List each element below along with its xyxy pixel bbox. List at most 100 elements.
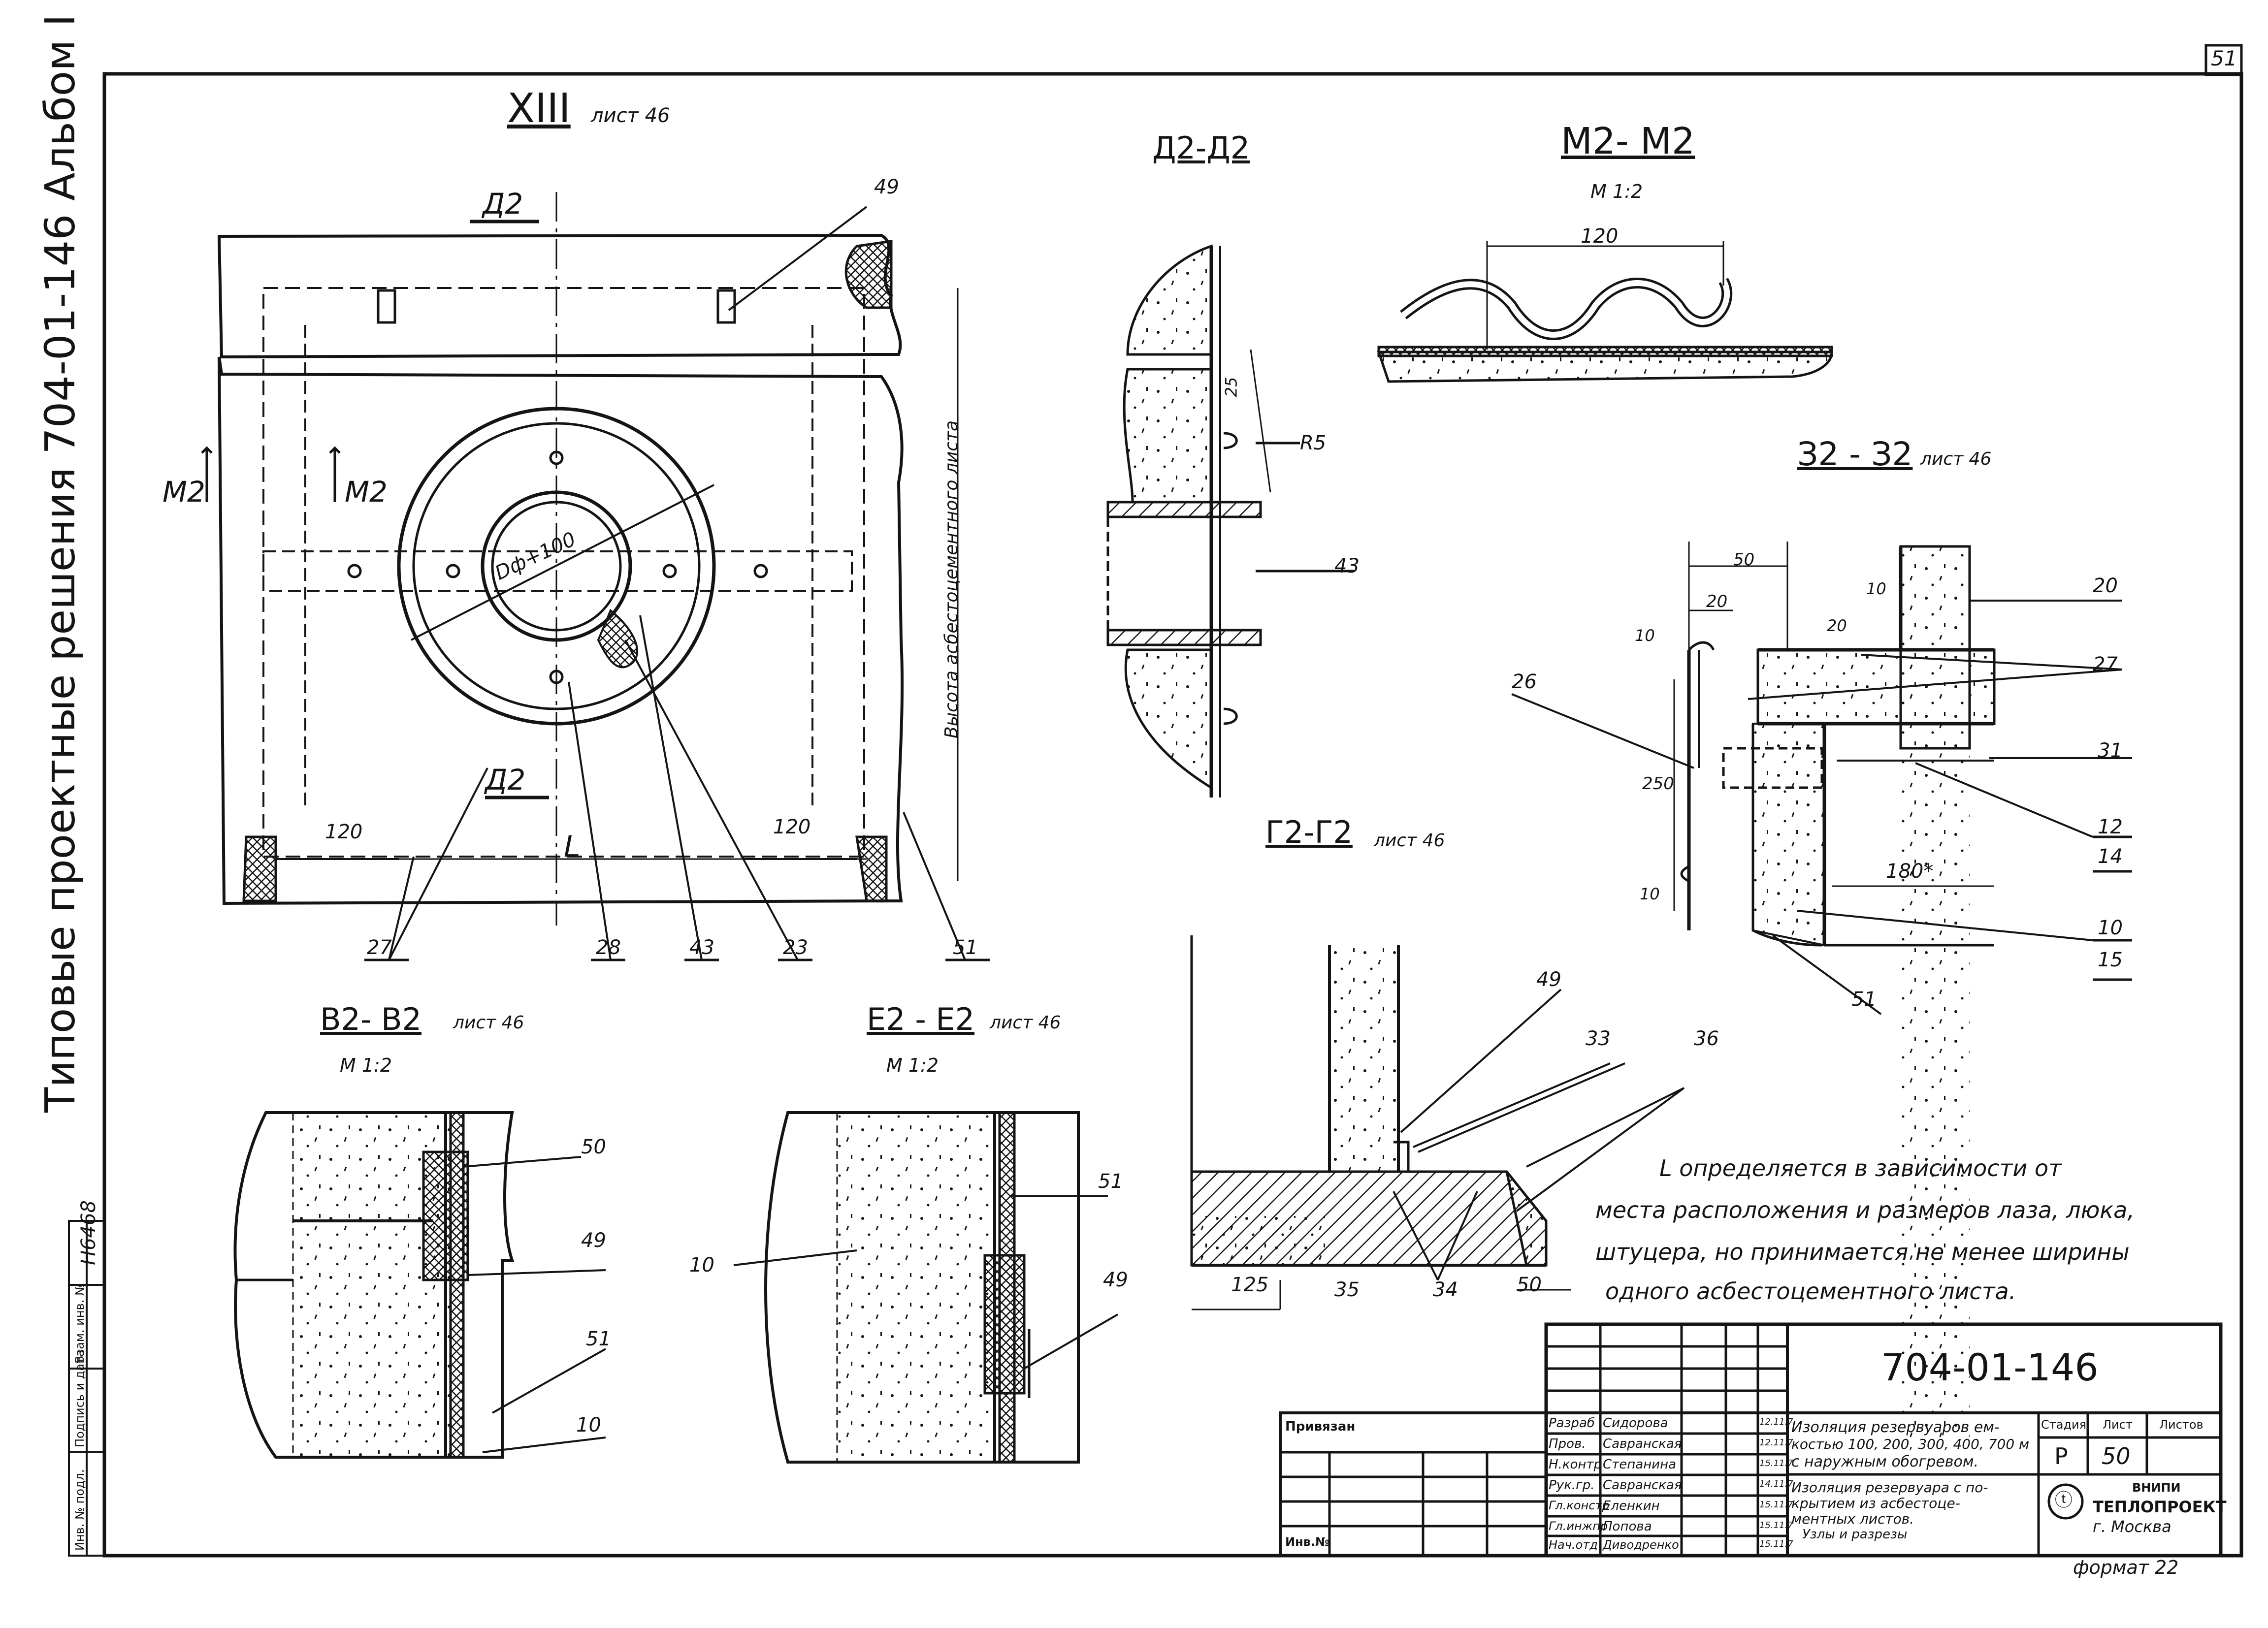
name-2: Савранская (1603, 1436, 1682, 1451)
view-vv-drawing (233, 1111, 606, 1459)
gg-callout-33: 33 (1586, 1027, 1611, 1050)
name-7: Диводренко (1603, 1538, 1679, 1552)
date-4: 14.11.7 (1759, 1479, 1793, 1489)
desc2-line-1: Изоляция резервуара с по- (1791, 1479, 1988, 1496)
gg-dim-35: 35 (1334, 1278, 1360, 1301)
zz-callout-26: 26 (1512, 670, 1537, 693)
zz-dim-50: 50 (1733, 550, 1755, 570)
vv-callout-49: 49 (581, 1229, 606, 1252)
role-6: Гл.инжпр (1549, 1519, 1608, 1533)
zz-callout-10: 10 (2098, 917, 2123, 939)
zz-callout-14: 14 (2098, 845, 2123, 868)
format-label: формат 22 (2073, 1557, 2179, 1578)
gg-callout-49: 49 (1536, 968, 1561, 991)
zz-callout-12: 12 (2098, 816, 2123, 838)
desc2-line-2: крытием из асбестоце- (1791, 1495, 1960, 1511)
role-5: Гл.констр (1549, 1499, 1610, 1512)
vv-callout-10: 10 (576, 1414, 601, 1436)
privyazan-label: Привязан (1285, 1419, 1356, 1434)
left-stamp-strip (68, 1220, 105, 1557)
inner-frame (102, 72, 2243, 1558)
view-mm-scale: М 1:2 (1590, 181, 1643, 202)
inventory-code: Н6468 (77, 1200, 100, 1265)
zz-dim-10c: 10 (1640, 885, 1660, 903)
gg-dim-50: 50 (1517, 1274, 1542, 1296)
zz-dim-250: 250 (1642, 774, 1674, 794)
org-logo-icon: ⓣ (2055, 1490, 2073, 1510)
inv-label: Инв.№ (1285, 1535, 1329, 1549)
role-3: Н.контр (1549, 1457, 1602, 1472)
name-3: Степанина (1603, 1457, 1677, 1472)
view-vv-sheet-ref: лист 46 (453, 1013, 524, 1033)
date-5: 15.11.7 (1759, 1500, 1793, 1510)
drawing-code: 704-01-146 (1881, 1345, 2099, 1389)
dim-120-right: 120 (773, 816, 811, 838)
gg-dim-125: 125 (1231, 1274, 1269, 1296)
view-zz-title: З2 - З2 (1797, 435, 1913, 473)
role-2: Пров. (1549, 1436, 1586, 1451)
view-dd-drawing (1106, 244, 1354, 798)
view-ee-sheet-ref: лист 46 (990, 1013, 1061, 1033)
gg-callout-36: 36 (1694, 1027, 1719, 1050)
stamp-sign-label: Подпись и дата (73, 1349, 87, 1447)
date-3: 15.11.7 (1759, 1458, 1793, 1468)
gg-dim-34: 34 (1433, 1278, 1458, 1301)
view-gg-title: Г2-Г2 (1265, 814, 1353, 850)
zz-dim-20b: 20 (1827, 616, 1847, 635)
cut-d-top: Д2 (483, 187, 523, 221)
note-line-1: L определяется в зависимости от (1659, 1155, 2062, 1181)
xiii-callout-43: 43 (689, 936, 714, 959)
dim-120-left: 120 (325, 821, 363, 843)
view-xiii-drawing (201, 192, 990, 961)
date-1: 12.11.7 (1759, 1417, 1793, 1427)
ee-callout-49: 49 (1103, 1269, 1128, 1291)
desc1-line-3: с наружным обогревом. (1791, 1453, 1978, 1470)
sheets-header: Листов (2159, 1418, 2203, 1432)
vv-callout-51: 51 (586, 1328, 611, 1350)
page-number: 51 (2211, 46, 2237, 70)
desc2-line-4: Узлы и разрезы (1802, 1527, 1908, 1542)
zz-callout-20: 20 (2093, 575, 2118, 597)
org-line-1: ВНИПИ (2132, 1481, 2181, 1495)
zz-callout-31: 31 (2098, 739, 2123, 762)
dd-dim-25: 25 (1222, 377, 1241, 397)
name-1: Сидорова (1603, 1416, 1668, 1431)
stage-value: Р (2054, 1443, 2068, 1469)
view-gg-sheet-ref: лист 46 (1374, 830, 1445, 851)
note-line-3: штуцера, но принимается не менее ширины (1595, 1239, 2130, 1265)
title-block-grid (1279, 1322, 2223, 1558)
view-xiii-title: XIII (507, 85, 571, 132)
role-7: Нач.отд (1549, 1538, 1598, 1552)
view-vv-scale: М 1:2 (340, 1054, 392, 1076)
cut-d-bottom: Д2 (485, 763, 526, 797)
desc1-line-1: Изоляция резервуаров ем- (1791, 1419, 2000, 1436)
ee-callout-51: 51 (1098, 1170, 1123, 1193)
dim-L: L (564, 830, 581, 864)
mm-dim-120: 120 (1581, 225, 1619, 248)
desc1-line-2: костью 100, 200, 300, 400, 700 м (1791, 1436, 2030, 1452)
date-6: 15.11.7 (1759, 1520, 1793, 1531)
cut-m-left: М2 (162, 475, 205, 509)
page-number-box (2204, 44, 2243, 76)
stage-header: Стадия (2041, 1418, 2087, 1432)
view-gg-drawing (1190, 935, 1685, 1310)
desc2-line-3: ментных листов. (1791, 1511, 1914, 1527)
zz-callout-51: 51 (1851, 988, 1877, 1011)
view-mm-title: М2- М2 (1561, 120, 1695, 162)
dd-r5: R5 (1300, 432, 1327, 454)
sheet-value: 50 (2102, 1443, 2131, 1469)
zz-callout-15: 15 (2098, 949, 2123, 971)
dd-callout-43: 43 (1334, 555, 1360, 577)
date-7: 15.11.7 (1759, 1539, 1793, 1549)
view-zz-drawing (1511, 542, 2132, 1437)
view-zz-sheet-ref: лист 46 (1920, 449, 1992, 469)
view-mm-drawing (1377, 241, 1833, 383)
side-title: Типовые проектные решения 704-01-146 Аль… (36, 14, 84, 1113)
role-1: Разраб (1549, 1416, 1595, 1431)
name-4: Савранская (1603, 1478, 1682, 1493)
xiii-callout-27: 27 (367, 936, 392, 959)
xiii-callout-49: 49 (874, 176, 899, 198)
xiii-callout-23: 23 (783, 936, 808, 959)
note-line-2: места расположения и размеров лаза, люка… (1595, 1197, 2135, 1223)
